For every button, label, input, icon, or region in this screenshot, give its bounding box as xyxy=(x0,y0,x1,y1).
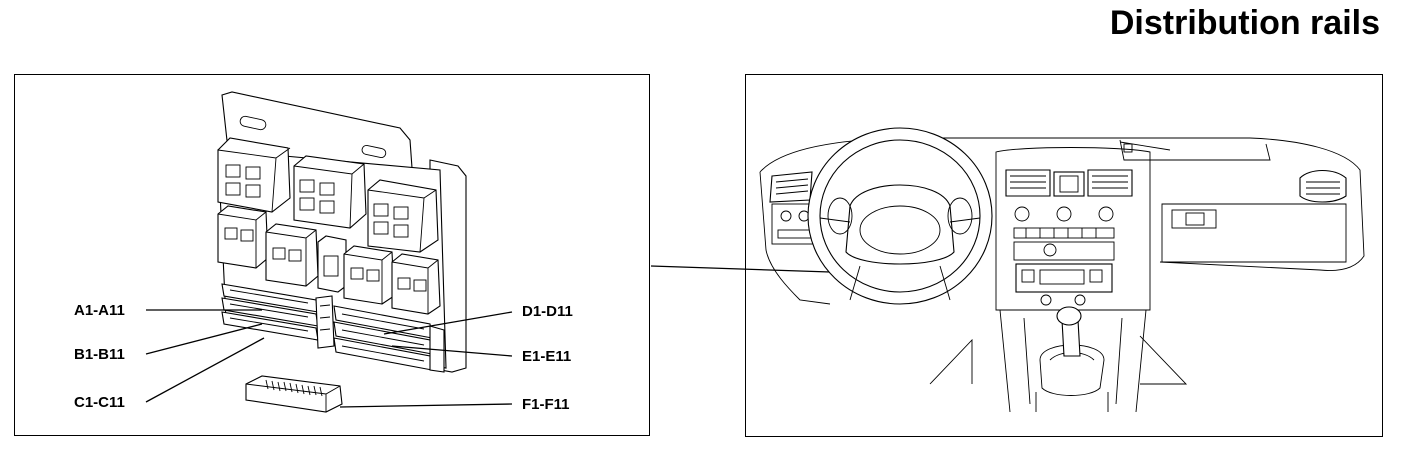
label-rail-b: B1-B11 xyxy=(74,346,125,363)
label-rail-c: C1-C11 xyxy=(74,394,125,411)
right-air-vent xyxy=(1299,169,1347,203)
relay-block-middle xyxy=(217,205,441,315)
rail-stack-left xyxy=(221,283,335,349)
dashboard-illustration xyxy=(759,127,1365,413)
label-rail-e: E1-E11 xyxy=(522,348,571,365)
fuse-box-illustration xyxy=(217,91,467,413)
callout-rail-f: F1-F11 xyxy=(339,396,570,413)
center-console xyxy=(995,147,1151,311)
callout-rail-a: A1-A11 xyxy=(74,302,262,319)
rail-f-loose xyxy=(245,375,343,413)
gear-shifter xyxy=(999,306,1147,413)
relay-block-upper xyxy=(217,137,439,253)
rail-stack-right xyxy=(333,305,445,373)
left-air-vent xyxy=(769,171,813,203)
page-title: Distribution rails xyxy=(1109,4,1380,42)
glove-box xyxy=(1161,203,1347,263)
location-pointer-line xyxy=(650,265,831,273)
fuse-box-panel xyxy=(14,74,650,436)
steering-wheel xyxy=(807,127,993,305)
label-rail-a: A1-A11 xyxy=(74,302,125,319)
dashboard-panel xyxy=(745,74,1383,437)
callout-rail-d: D1-D11 xyxy=(383,303,573,335)
callout-rail-b: B1-B11 xyxy=(74,323,263,363)
callout-rail-e: E1-E11 xyxy=(391,345,571,365)
label-rail-d: D1-D11 xyxy=(522,303,573,320)
label-rail-f: F1-F11 xyxy=(522,396,570,413)
callout-rail-c: C1-C11 xyxy=(74,337,265,411)
